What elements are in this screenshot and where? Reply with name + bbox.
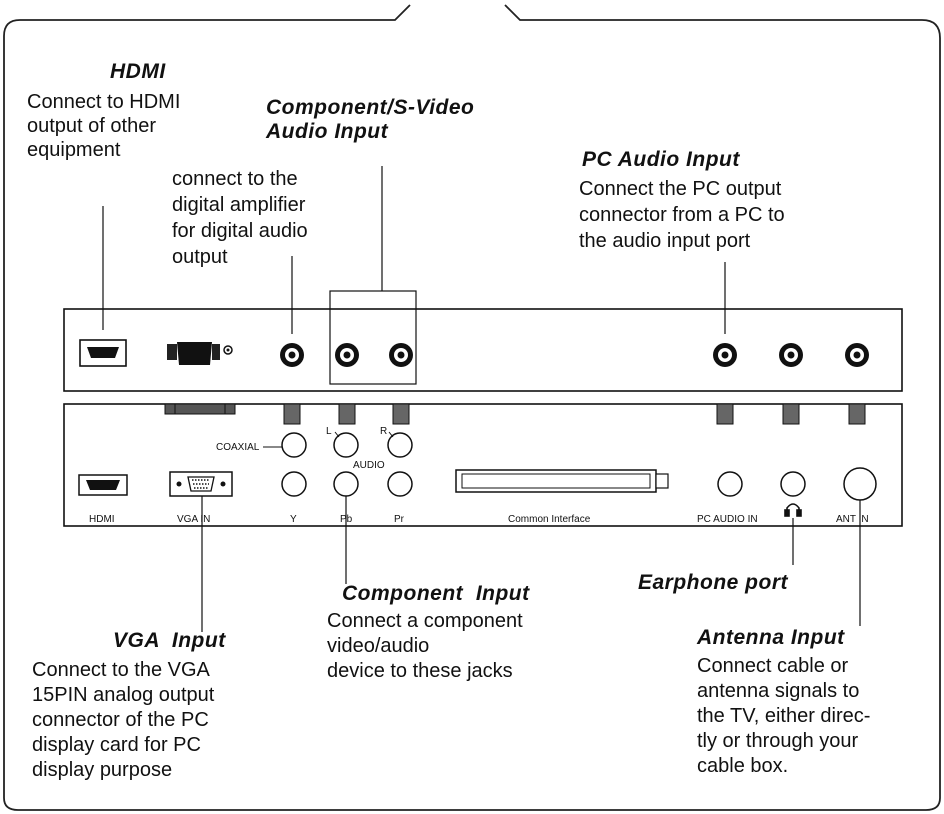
rca-plug-side-icon xyxy=(782,403,800,425)
common-interface-label: Common Interface xyxy=(508,514,591,525)
rca-plug-side-icon xyxy=(283,403,301,425)
audio-l-label: L xyxy=(326,426,332,437)
upper-panel xyxy=(63,308,903,392)
audio-r-jack-icon xyxy=(387,432,413,458)
vga-in-label: VGA IN xyxy=(177,514,210,525)
vga-callout-line: display card for PC xyxy=(32,734,201,756)
rca-plug-side-icon xyxy=(392,403,410,425)
component-callout-line: device to these jacks xyxy=(327,660,513,682)
antenna-callout-line: tly or through your xyxy=(697,730,859,752)
y-label: Y xyxy=(290,514,297,525)
rca-plug-side-icon xyxy=(848,403,866,425)
pc-audio-in-jack-icon xyxy=(717,471,743,497)
lower-panel xyxy=(63,403,903,527)
antenna-callout-line: the TV, either direc- xyxy=(697,705,871,727)
pr-label: Pr xyxy=(394,514,405,525)
pb-jack-icon xyxy=(333,471,359,497)
pr-jack-icon xyxy=(387,471,413,497)
rca-jack-icon xyxy=(713,343,737,367)
coaxial-jack-icon xyxy=(281,432,307,458)
coaxial-callout-line: output xyxy=(172,246,228,268)
vga-callout-line: 15PIN analog output xyxy=(32,684,215,706)
coaxial-callout-line: for digital audio xyxy=(172,220,308,242)
hdmi-callout-line: output of other xyxy=(27,115,156,137)
vga-callout-line: Connect to the VGA xyxy=(32,659,210,681)
audio-label: AUDIO xyxy=(353,460,385,471)
pc-audio-in-label: PC AUDIO IN xyxy=(697,514,758,525)
rca-plug-side-icon xyxy=(716,403,734,425)
headphone-icon xyxy=(784,503,802,517)
component-callout-line: video/audio xyxy=(327,635,430,657)
y-jack-icon xyxy=(281,471,307,497)
rca-jack-icon xyxy=(779,343,803,367)
component-svideo-callout-title: Component/S-Video xyxy=(266,96,475,119)
coaxial-callout-line: digital amplifier xyxy=(172,194,306,216)
hdmi-callout-line: Connect to HDMI xyxy=(27,91,181,113)
coaxial-callout-line: connect to the xyxy=(172,168,298,190)
vga-port-lower-icon xyxy=(169,471,233,497)
vga-callout-line: connector of the PC xyxy=(32,709,209,731)
hdmi-callout-line: equipment xyxy=(27,139,121,161)
rca-jack-icon xyxy=(335,343,359,367)
rca-jack-icon xyxy=(845,343,869,367)
hdmi-label: HDMI xyxy=(89,514,115,525)
vga-connector-side-icon xyxy=(164,403,236,415)
pc-audio-callout-line: the audio input port xyxy=(579,230,751,252)
rca-jack-icon xyxy=(389,343,413,367)
ant-in-label: ANT IN xyxy=(836,514,869,525)
pc-audio-callout-line: Connect the PC output xyxy=(579,178,782,200)
pc-audio-callout-title: PC Audio Input xyxy=(582,148,740,171)
coaxial-label: COAXIAL xyxy=(216,442,260,453)
audio-l-jack-icon xyxy=(333,432,359,458)
rca-plug-side-icon xyxy=(338,403,356,425)
earphone-jack-icon xyxy=(780,471,806,497)
antenna-callout-line: antenna signals to xyxy=(697,680,860,702)
audio-r-label: R xyxy=(380,426,387,437)
antenna-callout-line: cable box. xyxy=(697,755,789,777)
antenna-jack-icon xyxy=(843,467,877,501)
hdmi-port-icon xyxy=(79,339,127,367)
component-callout-line: Connect a component xyxy=(327,610,523,632)
hdmi-callout-title: HDMI xyxy=(110,60,166,83)
vga-callout-title: VGA Input xyxy=(113,629,226,652)
vga-connector-icon xyxy=(167,342,233,365)
vga-callout-line: display purpose xyxy=(32,759,173,781)
common-interface-slot-icon xyxy=(455,469,669,493)
antenna-callout-title: Antenna Input xyxy=(697,626,845,649)
antenna-callout-line: Connect cable or xyxy=(697,655,849,677)
outer-frame xyxy=(3,4,941,811)
rca-jack-icon xyxy=(280,343,304,367)
hdmi-port-lower-icon xyxy=(78,474,128,496)
pc-audio-callout-line: connector from a PC to xyxy=(579,204,785,226)
component-svideo-callout-title: Audio Input xyxy=(266,120,389,143)
audio-input-bracket xyxy=(329,290,417,385)
component-callout-title: Component Input xyxy=(342,582,530,605)
earphone-callout-title: Earphone port xyxy=(638,571,789,594)
